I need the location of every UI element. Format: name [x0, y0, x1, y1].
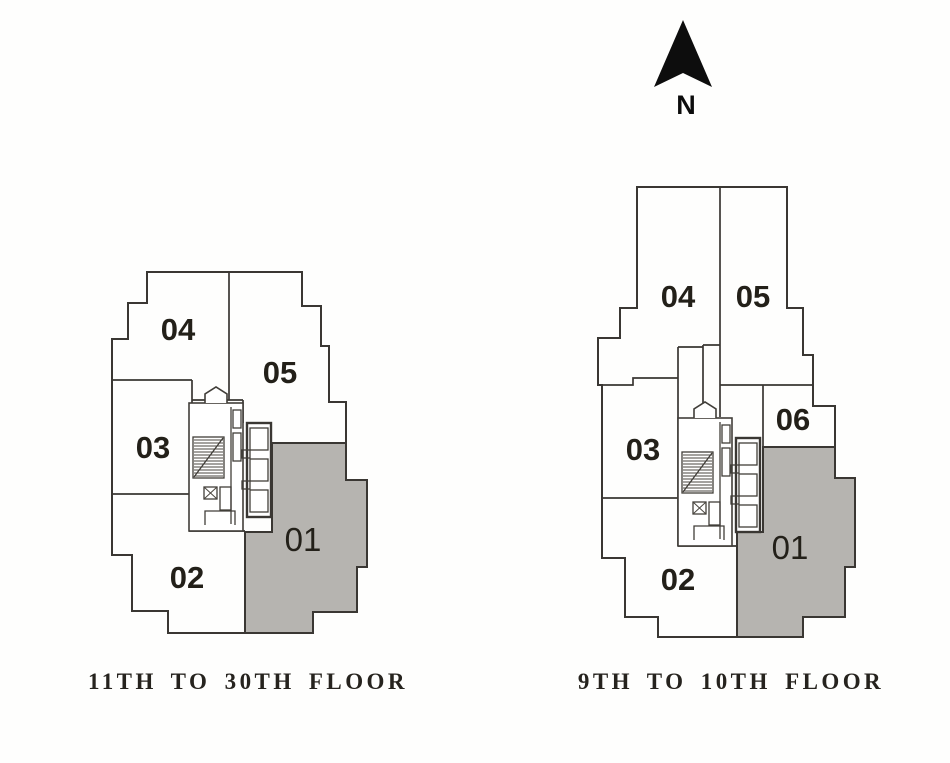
- caption-floor-range-left: 11TH TO 30TH FLOOR: [88, 669, 408, 694]
- north-arrow-icon: [654, 20, 712, 87]
- unit-03-label: 03: [136, 430, 170, 465]
- unit-05-label: 05: [736, 279, 770, 314]
- unit-02-label: 02: [170, 560, 204, 595]
- building-core: [187, 385, 273, 533]
- plan-outline: [597, 186, 856, 638]
- unit-05-label: 05: [263, 355, 297, 390]
- unit-03-label: 03: [626, 432, 660, 467]
- unit-04-label: 04: [161, 312, 196, 347]
- unit-02-label: 02: [661, 562, 695, 597]
- unit-06-label: 06: [776, 402, 810, 437]
- building-core: [676, 400, 762, 548]
- caption-floor-range-right: 9TH TO 10TH FLOOR: [577, 669, 885, 694]
- unit-01-label: 01: [772, 529, 809, 566]
- north-label: N: [676, 90, 696, 120]
- plan-outline: [111, 271, 368, 634]
- north-arrow: N: [654, 20, 712, 120]
- floor-plan-11-30: 01 02 03 04 05: [111, 271, 368, 634]
- unit-01-label: 01: [285, 521, 322, 558]
- unit-04-label: 04: [661, 279, 696, 314]
- floor-plan-9-10: 01 02 03 04 05 06: [597, 186, 856, 638]
